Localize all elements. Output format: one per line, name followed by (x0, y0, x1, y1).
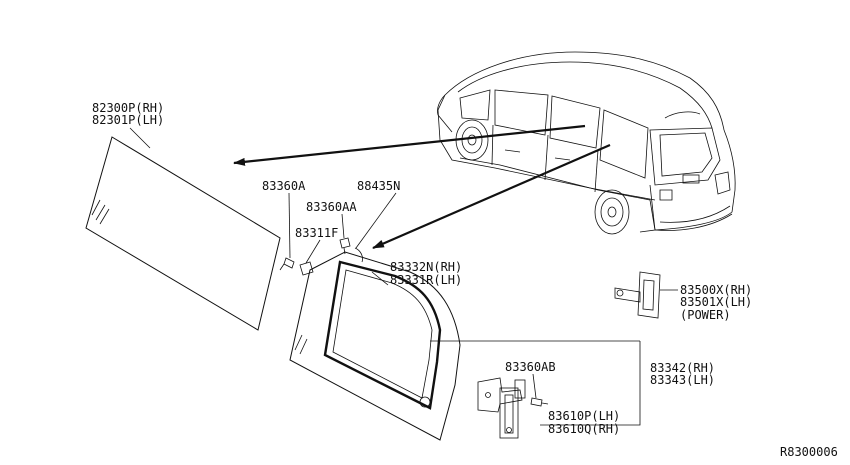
label-power: (POWER) (680, 308, 731, 322)
leader-83332N (371, 271, 389, 286)
label-83610P: 83610P(LH) (548, 409, 620, 423)
clip-83360A (279, 257, 295, 271)
reference-code: R8300006 (780, 445, 838, 459)
hinge-83610 (477, 377, 526, 439)
label-83311F: 83311F (295, 226, 338, 240)
side-window-glass (289, 251, 461, 441)
label-83500X: 83500X(RH) (680, 283, 752, 297)
label-83332N: 83332N(RH) (390, 260, 462, 274)
leader-83311F (305, 239, 321, 264)
label-82300P: 82300P(RH) (92, 101, 164, 115)
label-88435N: 88435N (357, 179, 400, 193)
arrow-to-side-window (372, 143, 611, 250)
bracket-83342 (540, 341, 641, 426)
leader-83360AB (532, 373, 537, 399)
bolt-83360AB (530, 397, 549, 407)
label-83342: 83342(RH) (650, 361, 715, 375)
seal-88435N (354, 247, 363, 263)
back-door-glass (85, 136, 281, 331)
leader-88435N (355, 192, 397, 249)
power-actuator (614, 271, 661, 319)
leader-82300 (129, 127, 151, 149)
label-83343: 83343(LH) (650, 373, 715, 387)
label-83331R: 83331R(LH) (390, 273, 462, 287)
label-83501X: 83501X(LH) (680, 295, 752, 309)
leader-83360AA (341, 213, 345, 239)
arrow-to-back-glass (233, 124, 586, 166)
leader-83360A (288, 192, 291, 259)
label-83360A: 83360A (262, 179, 306, 193)
label-83610Q: 83610Q(RH) (548, 422, 620, 436)
van-illustration (437, 51, 736, 235)
clip-83360AA (339, 237, 351, 255)
label-83360AB: 83360AB (505, 360, 556, 374)
label-83360AA: 83360AA (306, 200, 357, 214)
label-82301P: 82301P(LH) (92, 113, 164, 127)
clip-83311F (299, 261, 314, 276)
